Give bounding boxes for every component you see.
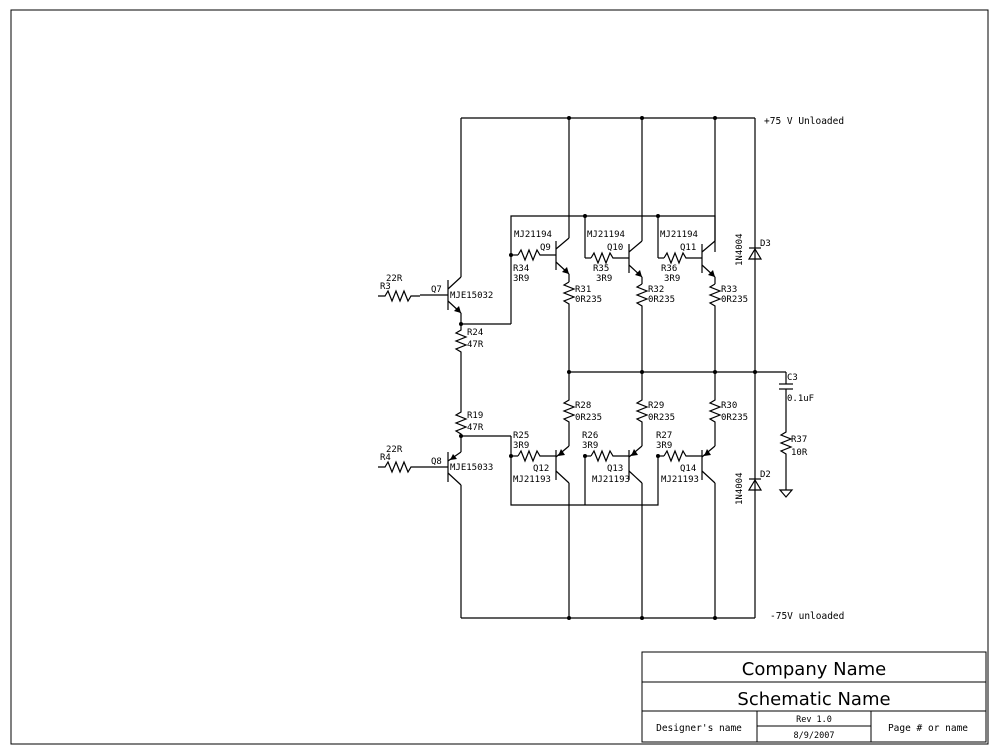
- r28-value: 0R235: [575, 413, 602, 423]
- r26-resistor: [590, 449, 629, 463]
- q8-transistor: [420, 451, 462, 486]
- r4-ref: R4: [380, 453, 391, 463]
- sheet-border: [10, 9, 989, 745]
- q12-part: MJ21193: [513, 475, 551, 485]
- r32-ref: R32: [648, 285, 664, 295]
- negative-rail: [461, 616, 755, 620]
- r37-ref: R37: [791, 435, 807, 445]
- r27-resistor: [663, 449, 702, 463]
- r30-value: 0R235: [721, 413, 748, 423]
- r31-ref: R31: [575, 285, 591, 295]
- q10-ref: Q10: [607, 243, 623, 253]
- schematic-name: Schematic Name: [737, 689, 890, 710]
- company-name: Company Name: [742, 659, 886, 680]
- r27-ref: R27: [656, 431, 672, 441]
- q13-part: MJ21193: [592, 475, 630, 485]
- r34-ref: R34: [513, 264, 529, 274]
- c3-ref: C3: [787, 373, 798, 383]
- r3-resistor: [378, 289, 420, 303]
- q10-transistor: [585, 118, 649, 372]
- r33-value: 0R235: [721, 295, 748, 305]
- q14-part: MJ21193: [661, 475, 699, 485]
- q7-part: MJE15032: [450, 291, 493, 301]
- r19-resistor: [454, 407, 468, 436]
- ground-symbol: [778, 489, 794, 498]
- r27-value: 3R9: [656, 441, 672, 451]
- d2-part: 1N4004: [735, 472, 745, 505]
- c3-capacitor: [779, 383, 793, 390]
- r26-value: 3R9: [582, 441, 598, 451]
- r31-resistor: [562, 281, 576, 372]
- r25-ref: R25: [513, 431, 529, 441]
- r36-value: 3R9: [664, 274, 680, 284]
- r19-value: 47R: [467, 423, 484, 433]
- r30-ref: R30: [721, 401, 737, 411]
- r37-resistor: [779, 389, 793, 490]
- r25-resistor: [517, 449, 556, 463]
- r31-value: 0R235: [575, 295, 602, 305]
- r24-resistor: [454, 324, 468, 360]
- q10-part: MJ21194: [587, 230, 625, 240]
- d3-diode: [747, 247, 763, 260]
- d3-ref: D3: [760, 239, 771, 249]
- q14-transistor: [658, 372, 722, 618]
- r30-resistor: [708, 372, 722, 446]
- d2-diode: [747, 478, 763, 491]
- q13-ref: Q13: [607, 464, 623, 474]
- q11-transistor: [658, 118, 722, 372]
- r33-ref: R33: [721, 285, 737, 295]
- r32-value: 0R235: [648, 295, 675, 305]
- q11-ref: Q11: [680, 243, 696, 253]
- r29-value: 0R235: [648, 413, 675, 423]
- q12-ref: Q12: [533, 464, 549, 474]
- r4-value: 22R: [386, 445, 403, 455]
- q11-part: MJ21194: [660, 230, 698, 240]
- positive-rail: [461, 116, 755, 120]
- r35-resistor: [590, 251, 629, 265]
- r4-resistor: [378, 460, 420, 474]
- r25-value: 3R9: [513, 441, 529, 451]
- q14-ref: Q14: [680, 464, 696, 474]
- r36-ref: R36: [661, 264, 677, 274]
- r36-resistor: [663, 251, 702, 265]
- r3-value: 22R: [386, 274, 403, 284]
- q8-ref: Q8: [431, 457, 442, 467]
- r37-value: 10R: [791, 448, 808, 458]
- q13-transistor: [585, 372, 649, 618]
- d2-ref: D2: [760, 470, 771, 480]
- r28-ref: R28: [575, 401, 591, 411]
- q9-transistor: [511, 118, 576, 372]
- r33-resistor: [708, 283, 722, 372]
- title-block: [641, 651, 987, 743]
- r32-resistor: [635, 283, 649, 372]
- r24-value: 47R: [467, 340, 484, 350]
- c3-value: 0.1uF: [787, 394, 814, 404]
- r26-ref: R26: [582, 431, 598, 441]
- r24-ref: R24: [467, 328, 483, 338]
- q7-transistor: [420, 276, 462, 314]
- r28-resistor: [562, 372, 576, 446]
- revision: Rev 1.0: [796, 715, 832, 725]
- r34-resistor: [517, 248, 556, 262]
- page-name: Page # or name: [888, 723, 968, 734]
- r29-ref: R29: [648, 401, 664, 411]
- designer-name: Designer's name: [656, 723, 742, 734]
- r29-resistor: [635, 372, 649, 446]
- r34-value: 3R9: [513, 274, 529, 284]
- q8-part: MJE15033: [450, 463, 493, 473]
- q9-part: MJ21194: [514, 230, 552, 240]
- r3-ref: R3: [380, 282, 391, 292]
- r35-ref: R35: [593, 264, 609, 274]
- r35-value: 3R9: [596, 274, 612, 284]
- negative-rail-label: -75V unloaded: [770, 611, 844, 622]
- q9-ref: Q9: [540, 243, 551, 253]
- q7-ref: Q7: [431, 285, 442, 295]
- r19-ref: R19: [467, 411, 483, 421]
- d3-part: 1N4004: [735, 233, 745, 266]
- revision-date: 8/9/2007: [794, 731, 835, 741]
- q12-transistor: [511, 372, 576, 618]
- positive-rail-label: +75 V Unloaded: [764, 116, 844, 127]
